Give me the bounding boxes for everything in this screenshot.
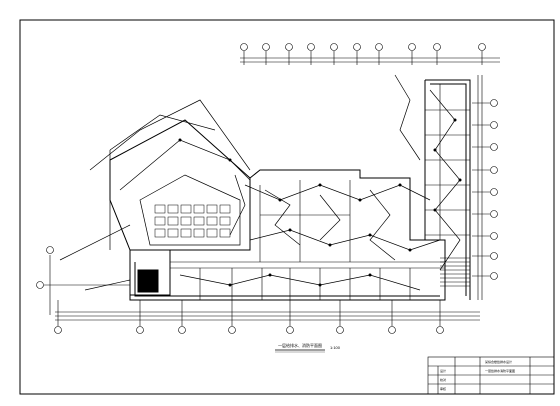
interior-partitions [170, 84, 470, 300]
seating-blocks [154, 204, 231, 238]
pipe-fixtures [178, 118, 462, 287]
project-name: 某综合楼给排水设计 [485, 359, 512, 364]
left-grid-axis [36, 246, 130, 315]
right-grid-axis [472, 75, 498, 300]
building-walls [109, 79, 471, 301]
title-row-2: 校对 [440, 377, 446, 382]
sheet-border [19, 19, 555, 395]
title-block [427, 356, 555, 395]
sheet-name: 一层给排水消防平面图 [485, 368, 515, 373]
drawing-scale: 1:100 [330, 345, 341, 350]
title-row-3: 审核 [440, 386, 446, 391]
title-row-1: 设计 [440, 368, 446, 373]
drawing-title: 一层给排水、消防平面图 [278, 342, 322, 348]
piping-network [59, 74, 461, 291]
bottom-grid-axis [54, 300, 480, 334]
top-grid-axis [240, 43, 500, 65]
stair-hatch [440, 257, 470, 287]
